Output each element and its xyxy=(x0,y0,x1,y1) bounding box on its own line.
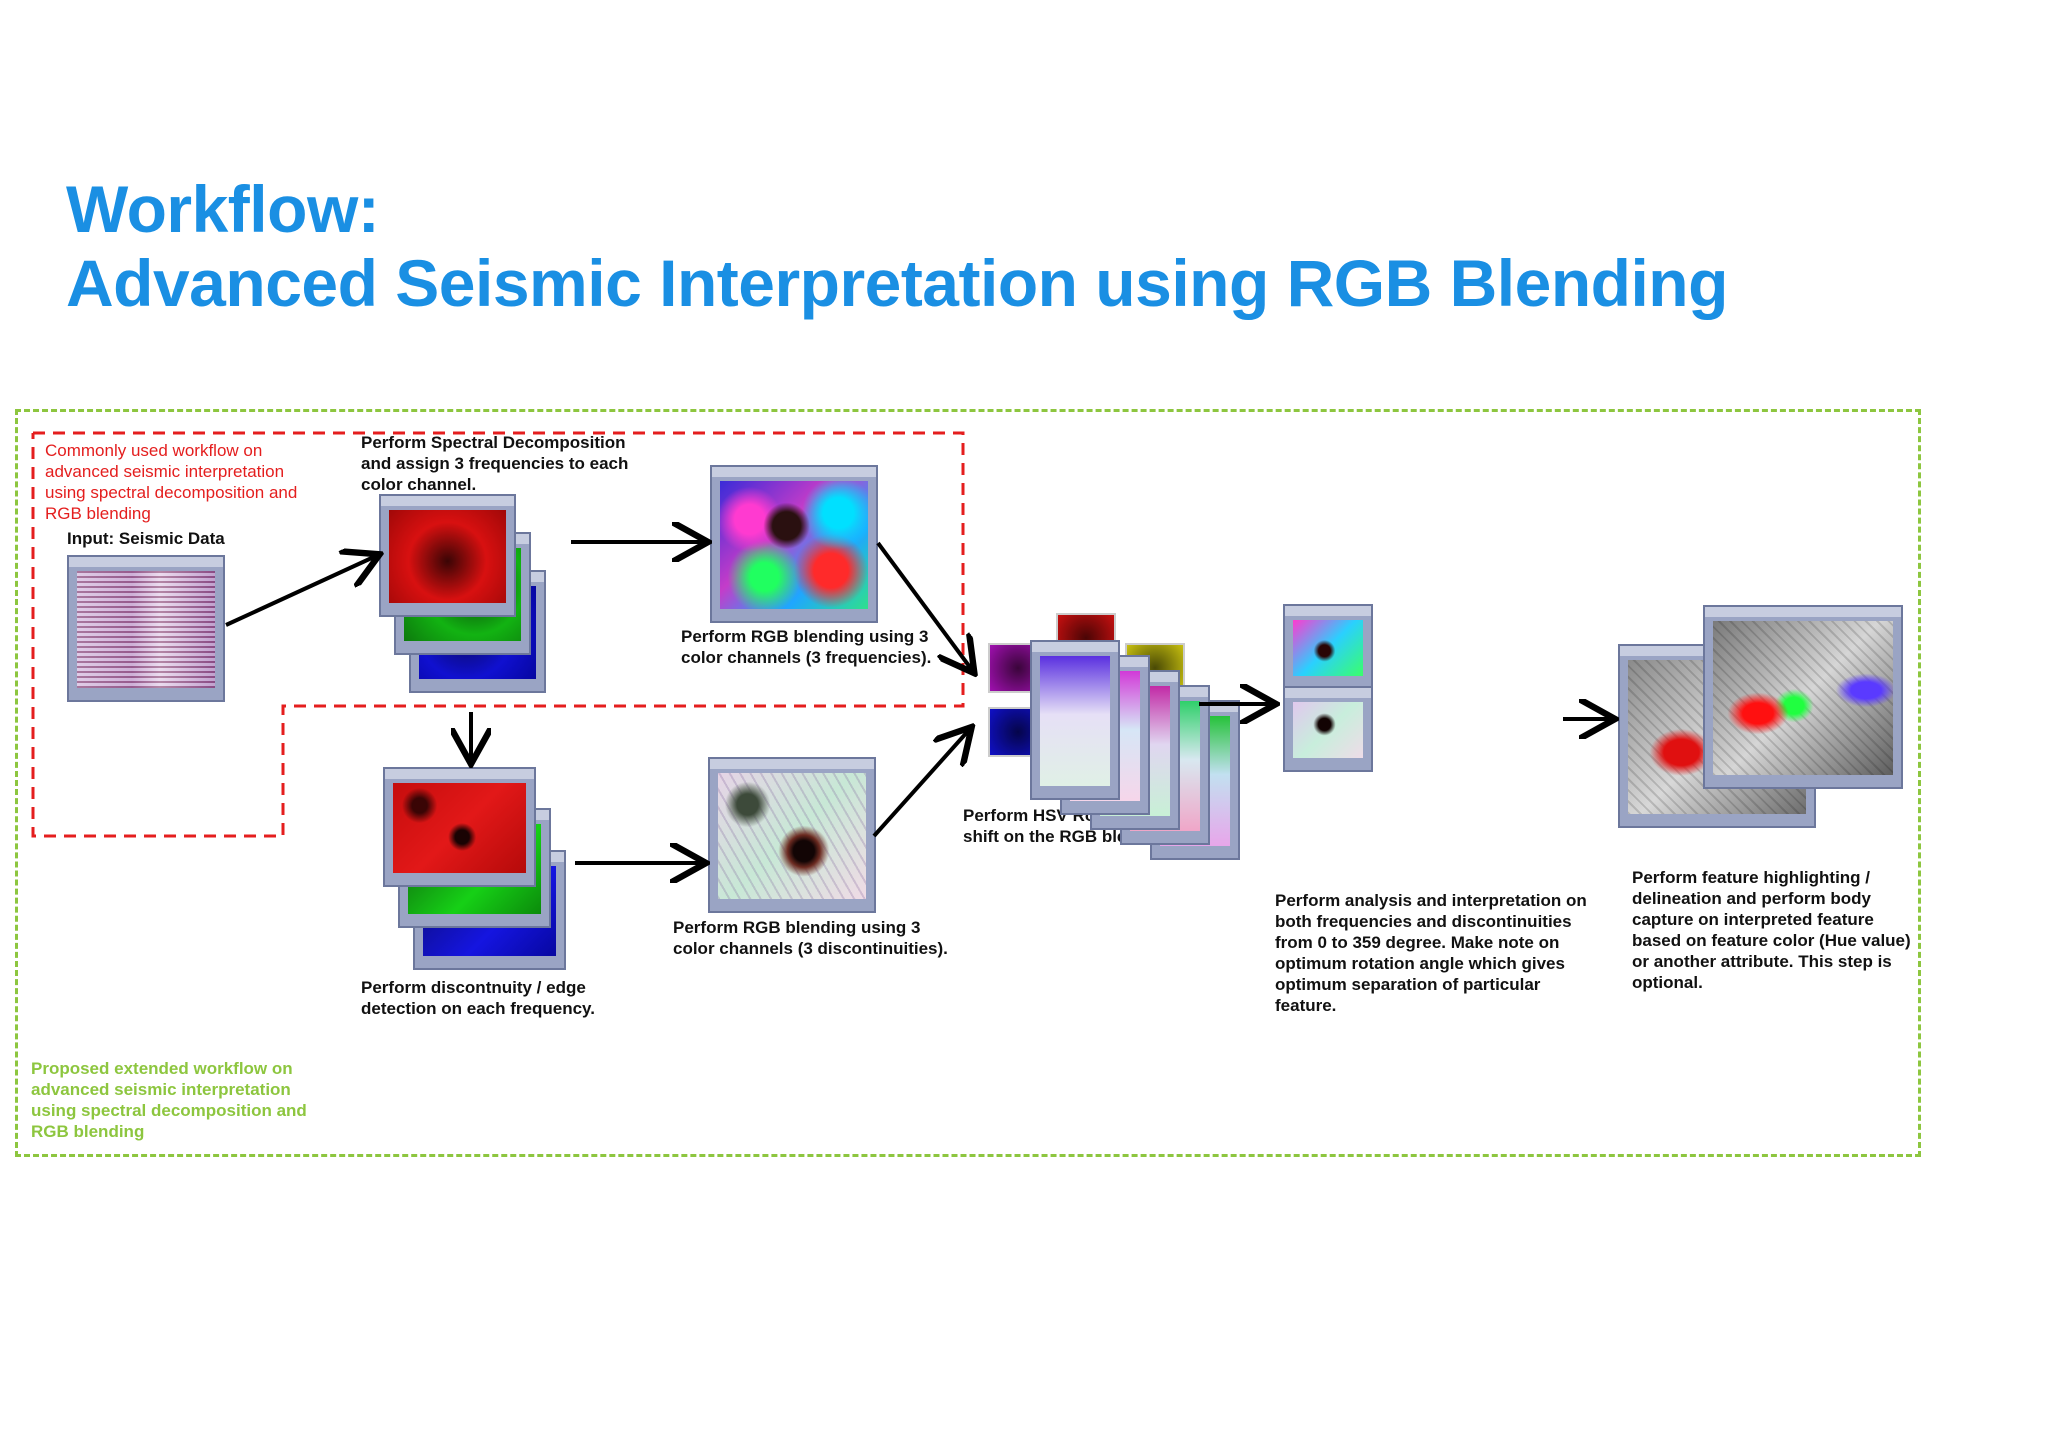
rotation-result-window-2 xyxy=(1030,640,1120,800)
rotation-result-window-1 xyxy=(1283,604,1373,690)
discontinuity-label: Perform discontnuity / edge detection on… xyxy=(361,978,595,1018)
rgb-discontinuity-label: Perform RGB blending using 3 color chann… xyxy=(673,918,948,958)
arrow-rgb-to-hsv xyxy=(876,541,972,670)
rgb-discontinuity-blend-window xyxy=(708,757,876,913)
rgb-frequency-label: Perform RGB blending using 3 color chann… xyxy=(681,627,932,667)
red-discontinuity-window xyxy=(383,767,536,887)
feature-highlight-window-front xyxy=(1703,605,1903,789)
seismic-data-window xyxy=(67,555,225,702)
page-title-line-1: Workflow: xyxy=(66,172,380,246)
common-workflow-note: Commonly used workflow on advanced seism… xyxy=(45,441,298,523)
spectral-decomposition-label: Perform Spectral Decomposition and assig… xyxy=(361,433,629,494)
rgb-frequency-blend-window xyxy=(710,465,878,623)
arrow-rgb-disc-to-hsv xyxy=(872,730,969,838)
analysis-label: Perform analysis and interpretation on b… xyxy=(1275,891,1587,1015)
extended-workflow-note: Proposed extended workflow on advanced s… xyxy=(31,1059,307,1141)
rotation-result-window-0 xyxy=(1283,686,1373,772)
page-title-line-2: Advanced Seismic Interpretation using RG… xyxy=(66,246,1728,320)
arrow-input-to-spectral xyxy=(225,556,376,627)
input-label: Input: Seismic Data xyxy=(67,529,225,548)
extended-workflow-frame xyxy=(15,409,1921,1157)
feature-highlighting-label: Perform feature highlighting / delineati… xyxy=(1632,868,1911,992)
red-channel-window xyxy=(379,494,516,617)
